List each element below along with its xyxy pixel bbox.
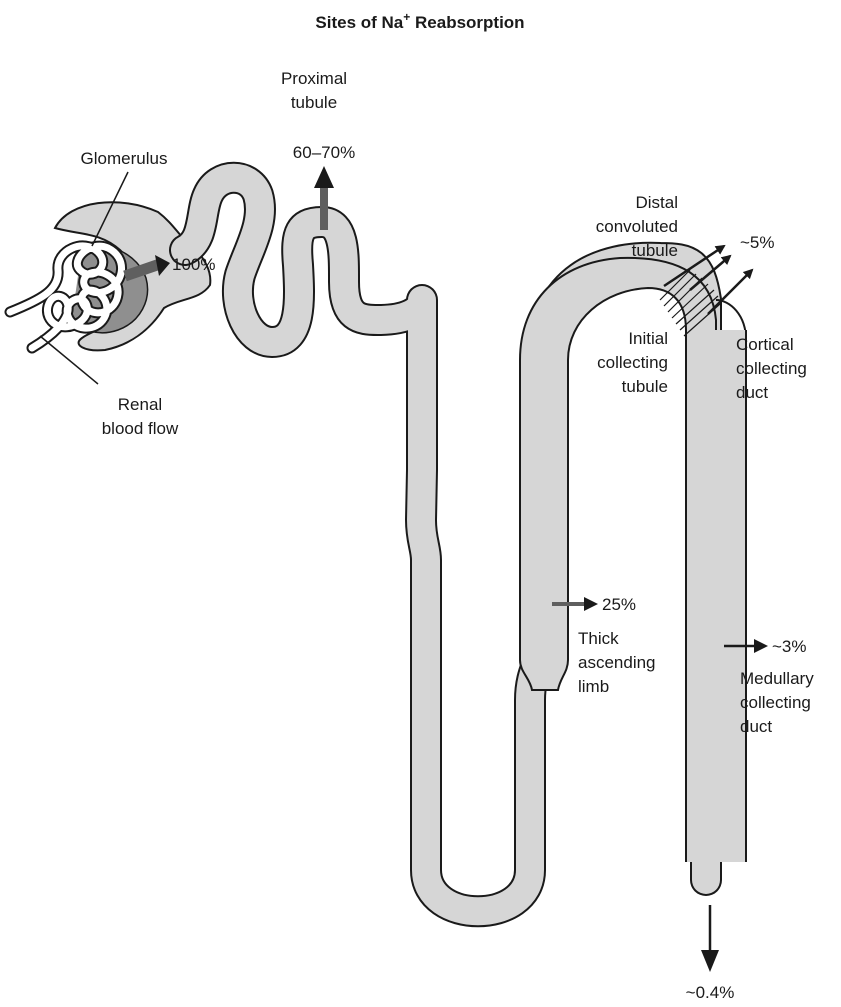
glomerulus-label: Glomerulus (81, 149, 168, 168)
arrow-excreted-head (701, 950, 719, 972)
proximal-pct: 60–70% (293, 143, 355, 162)
proximal-label-1: Proximal (281, 69, 347, 88)
excreted-pct: ~0.4% (686, 983, 735, 1002)
thick-ascending-label-2: ascending (578, 653, 656, 672)
proximal-label-2: tubule (291, 93, 337, 112)
thick-ascending-label-3: limb (578, 677, 609, 696)
arrow-proximal-head (314, 166, 334, 188)
renal-flow-label-1: Renal (118, 395, 162, 414)
distal-label-1: Distal (635, 193, 678, 212)
glomerulus-pct: 100% (172, 255, 215, 274)
collecting-duct (686, 520, 746, 862)
distal-label-3: tubule (632, 241, 678, 260)
thick-ascending-pct: 25% (602, 595, 636, 614)
initial-collecting-label-3: tubule (622, 377, 668, 396)
medullary-label-3: duct (740, 717, 772, 736)
medullary-label-1: Medullary (740, 669, 814, 688)
initial-collecting-label-1: Initial (628, 329, 668, 348)
arrow-medullary-head (754, 639, 768, 653)
distal-pct: ~5% (740, 233, 775, 252)
medullary-label-2: collecting (740, 693, 811, 712)
cortical-label-2: collecting (736, 359, 807, 378)
distal-label-2: convoluted (596, 217, 678, 236)
cortical-label-1: Cortical (736, 335, 794, 354)
thick-ascending-label-1: Thick (578, 629, 619, 648)
diagram-title: Sites of Na+ Reabsorption (315, 10, 524, 32)
renal-flow-label-2: blood flow (102, 419, 179, 438)
cortical-label-3: duct (736, 383, 768, 402)
initial-collecting-label-2: collecting (597, 353, 668, 372)
arrow-thick-ascending-head (584, 597, 598, 611)
medullary-pct: ~3% (772, 637, 807, 656)
